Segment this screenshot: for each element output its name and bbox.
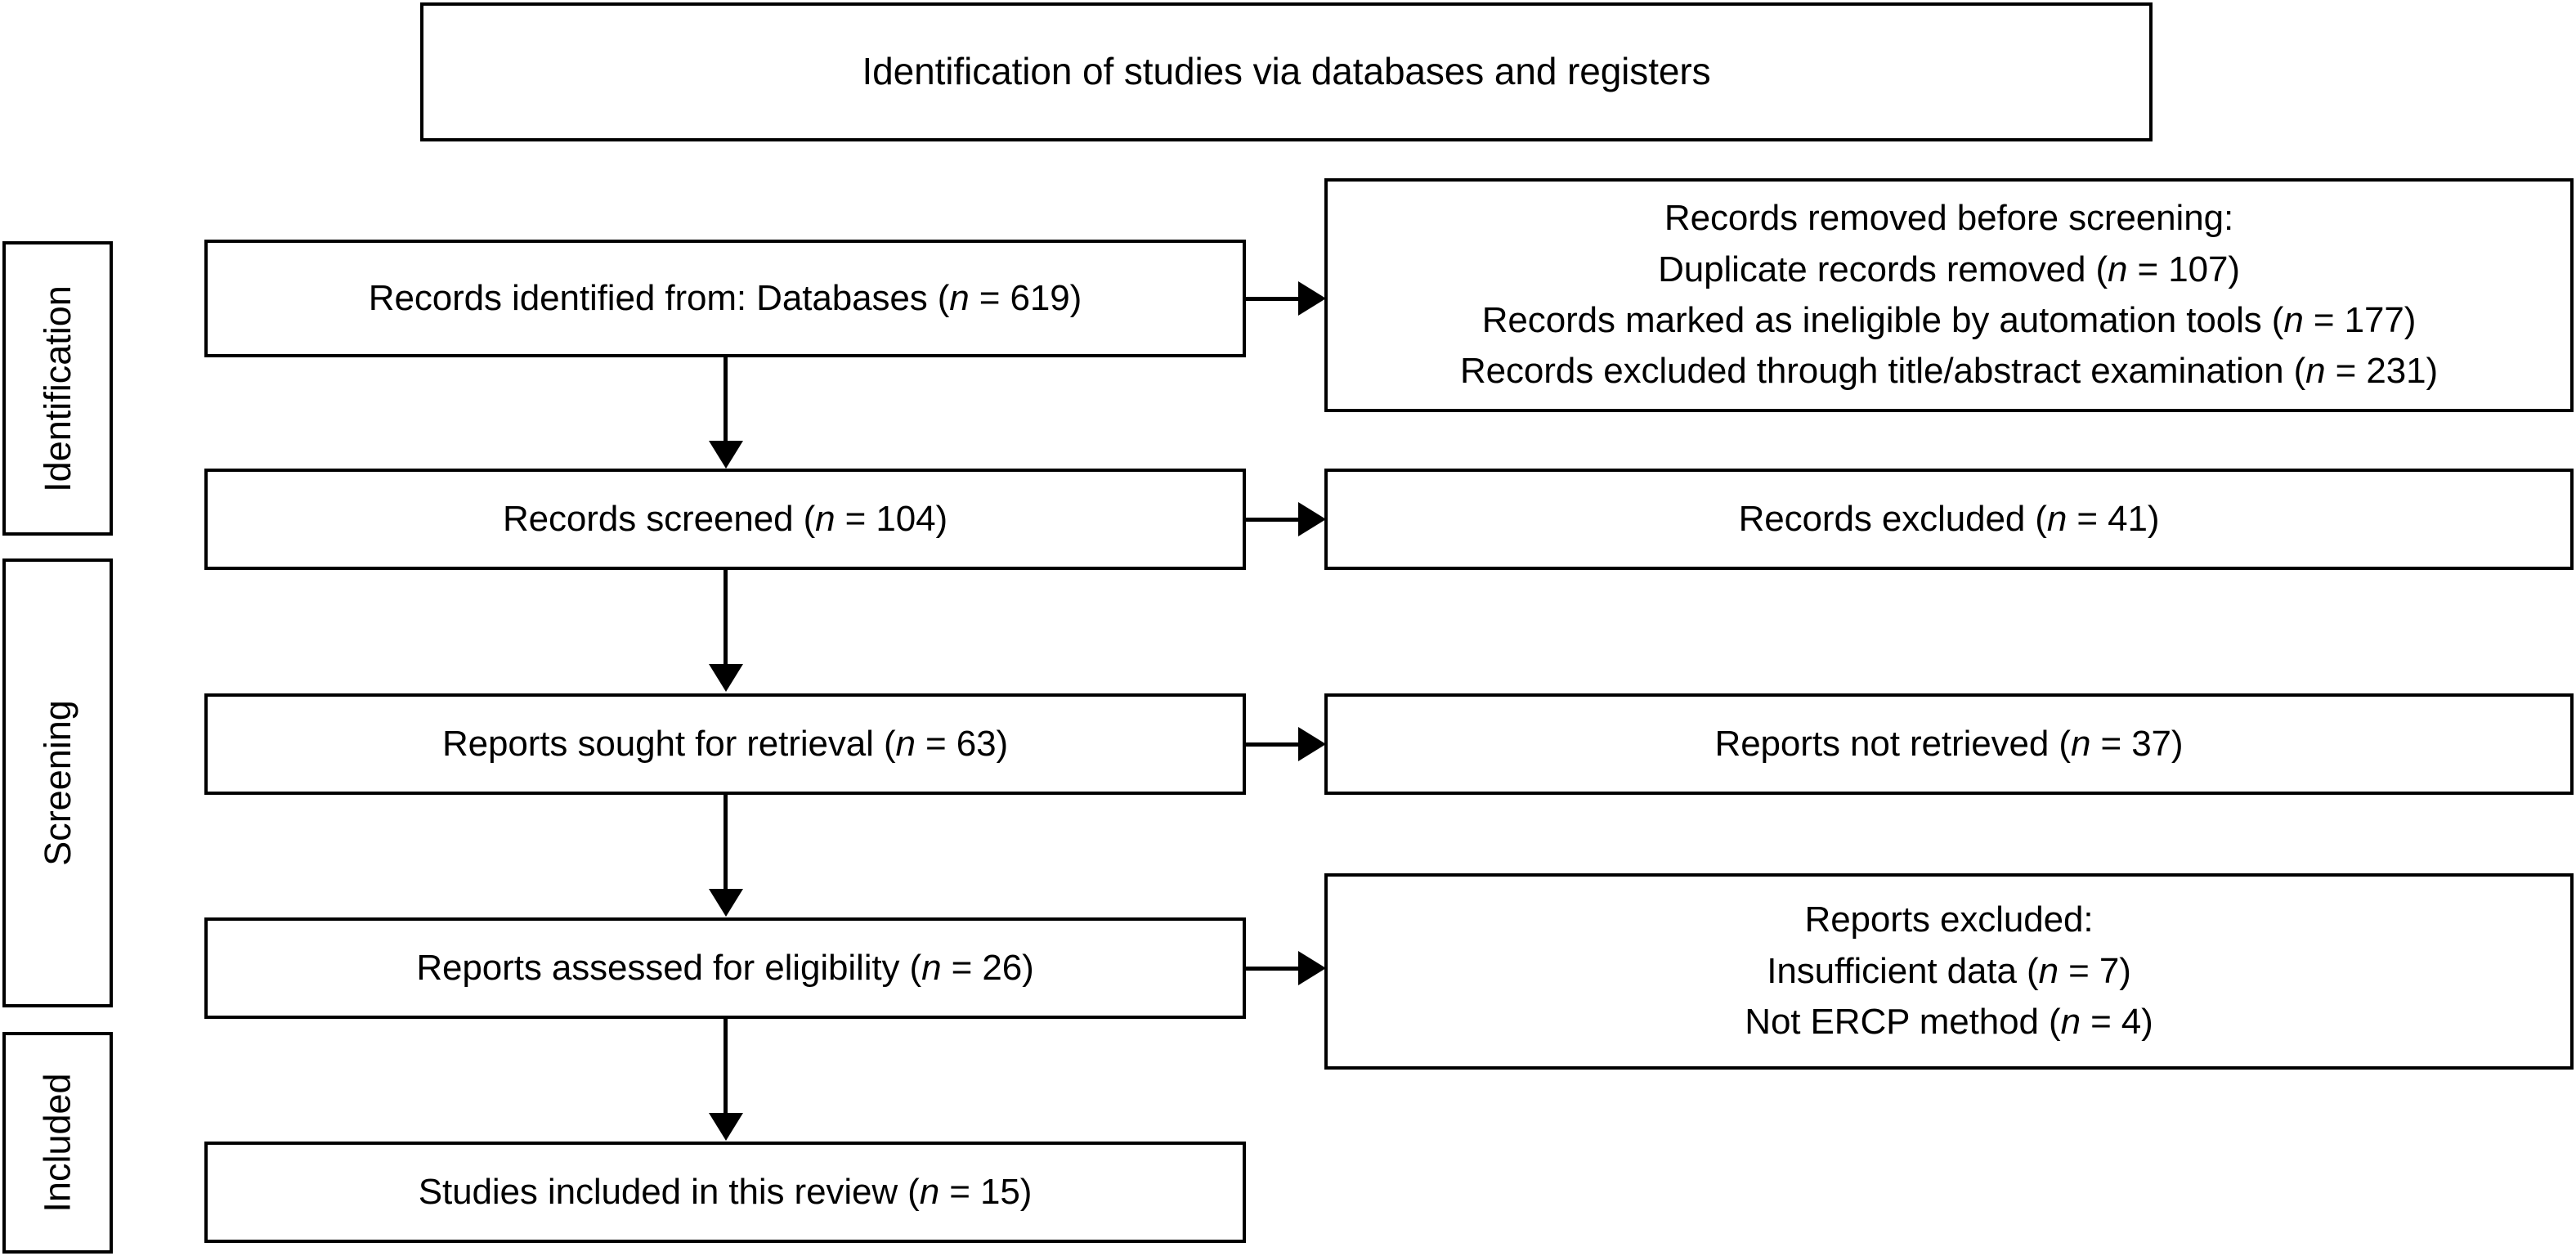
arrow-right-assessed-to-excluded-line <box>1246 967 1305 971</box>
node-records-screened-text: Records screened (n = 104) <box>502 498 948 539</box>
node-reports-not-retrieved-text: Reports not retrieved (n = 37) <box>1714 723 2184 764</box>
arrow-down-sought-to-assessed-line <box>724 795 728 890</box>
node-studies-included: Studies included in this review (n = 15) <box>204 1142 1246 1243</box>
node-reports-not-retrieved: Reports not retrieved (n = 37) <box>1324 693 2574 795</box>
arrow-right-screened-to-excluded-head-icon <box>1298 502 1326 536</box>
arrow-down-identified-to-screened-head-icon <box>709 441 743 469</box>
arrow-down-screened-to-sought-line <box>724 570 728 666</box>
stage-label-identification: Identification <box>2 241 113 536</box>
node-reports-assessed-text: Reports assessed for eligibility (n = 26… <box>416 947 1034 988</box>
node-records-removed-text: Records removed before screening:Duplica… <box>1459 198 2439 392</box>
header-banner: Identification of studies via databases … <box>420 2 2153 141</box>
arrow-right-assessed-to-excluded-head-icon <box>1298 951 1326 985</box>
arrow-down-assessed-to-included-head-icon <box>709 1113 743 1141</box>
node-reports-excluded-text: Reports excluded:Insufficient data (n = … <box>1745 899 2153 1043</box>
stage-label-included-text: Included <box>37 1073 79 1213</box>
node-reports-assessed: Reports assessed for eligibility (n = 26… <box>204 917 1246 1019</box>
arrow-down-assessed-to-included-line <box>724 1019 728 1115</box>
node-records-excluded-text: Records excluded (n = 41) <box>1738 498 2160 539</box>
arrow-down-screened-to-sought-head-icon <box>709 664 743 692</box>
node-records-identified: Records identified from: Databases (n = … <box>204 240 1246 357</box>
stage-label-identification-text: Identification <box>37 285 79 492</box>
arrow-down-sought-to-assessed-head-icon <box>709 889 743 917</box>
arrow-right-screened-to-excluded-line <box>1246 518 1305 522</box>
arrow-right-identified-to-removed-line <box>1246 297 1305 301</box>
arrow-down-identified-to-screened-line <box>724 357 728 442</box>
node-records-identified-text: Records identified from: Databases (n = … <box>368 277 1082 318</box>
arrow-right-identified-to-removed-head-icon <box>1298 281 1326 316</box>
arrow-right-sought-to-not-retrieved-line <box>1246 742 1305 747</box>
node-records-screened: Records screened (n = 104) <box>204 469 1246 570</box>
node-studies-included-text: Studies included in this review (n = 15) <box>418 1171 1033 1212</box>
stage-label-screening-text: Screening <box>37 700 79 866</box>
node-records-excluded: Records excluded (n = 41) <box>1324 469 2574 570</box>
node-reports-sought: Reports sought for retrieval (n = 63) <box>204 693 1246 795</box>
arrow-right-sought-to-not-retrieved-head-icon <box>1298 727 1326 761</box>
node-reports-excluded: Reports excluded:Insufficient data (n = … <box>1324 873 2574 1070</box>
node-records-removed: Records removed before screening:Duplica… <box>1324 178 2574 412</box>
stage-label-screening: Screening <box>2 558 113 1007</box>
header-title: Identification of studies via databases … <box>862 50 1711 93</box>
stage-label-included: Included <box>2 1032 113 1254</box>
node-reports-sought-text: Reports sought for retrieval (n = 63) <box>441 723 1009 764</box>
